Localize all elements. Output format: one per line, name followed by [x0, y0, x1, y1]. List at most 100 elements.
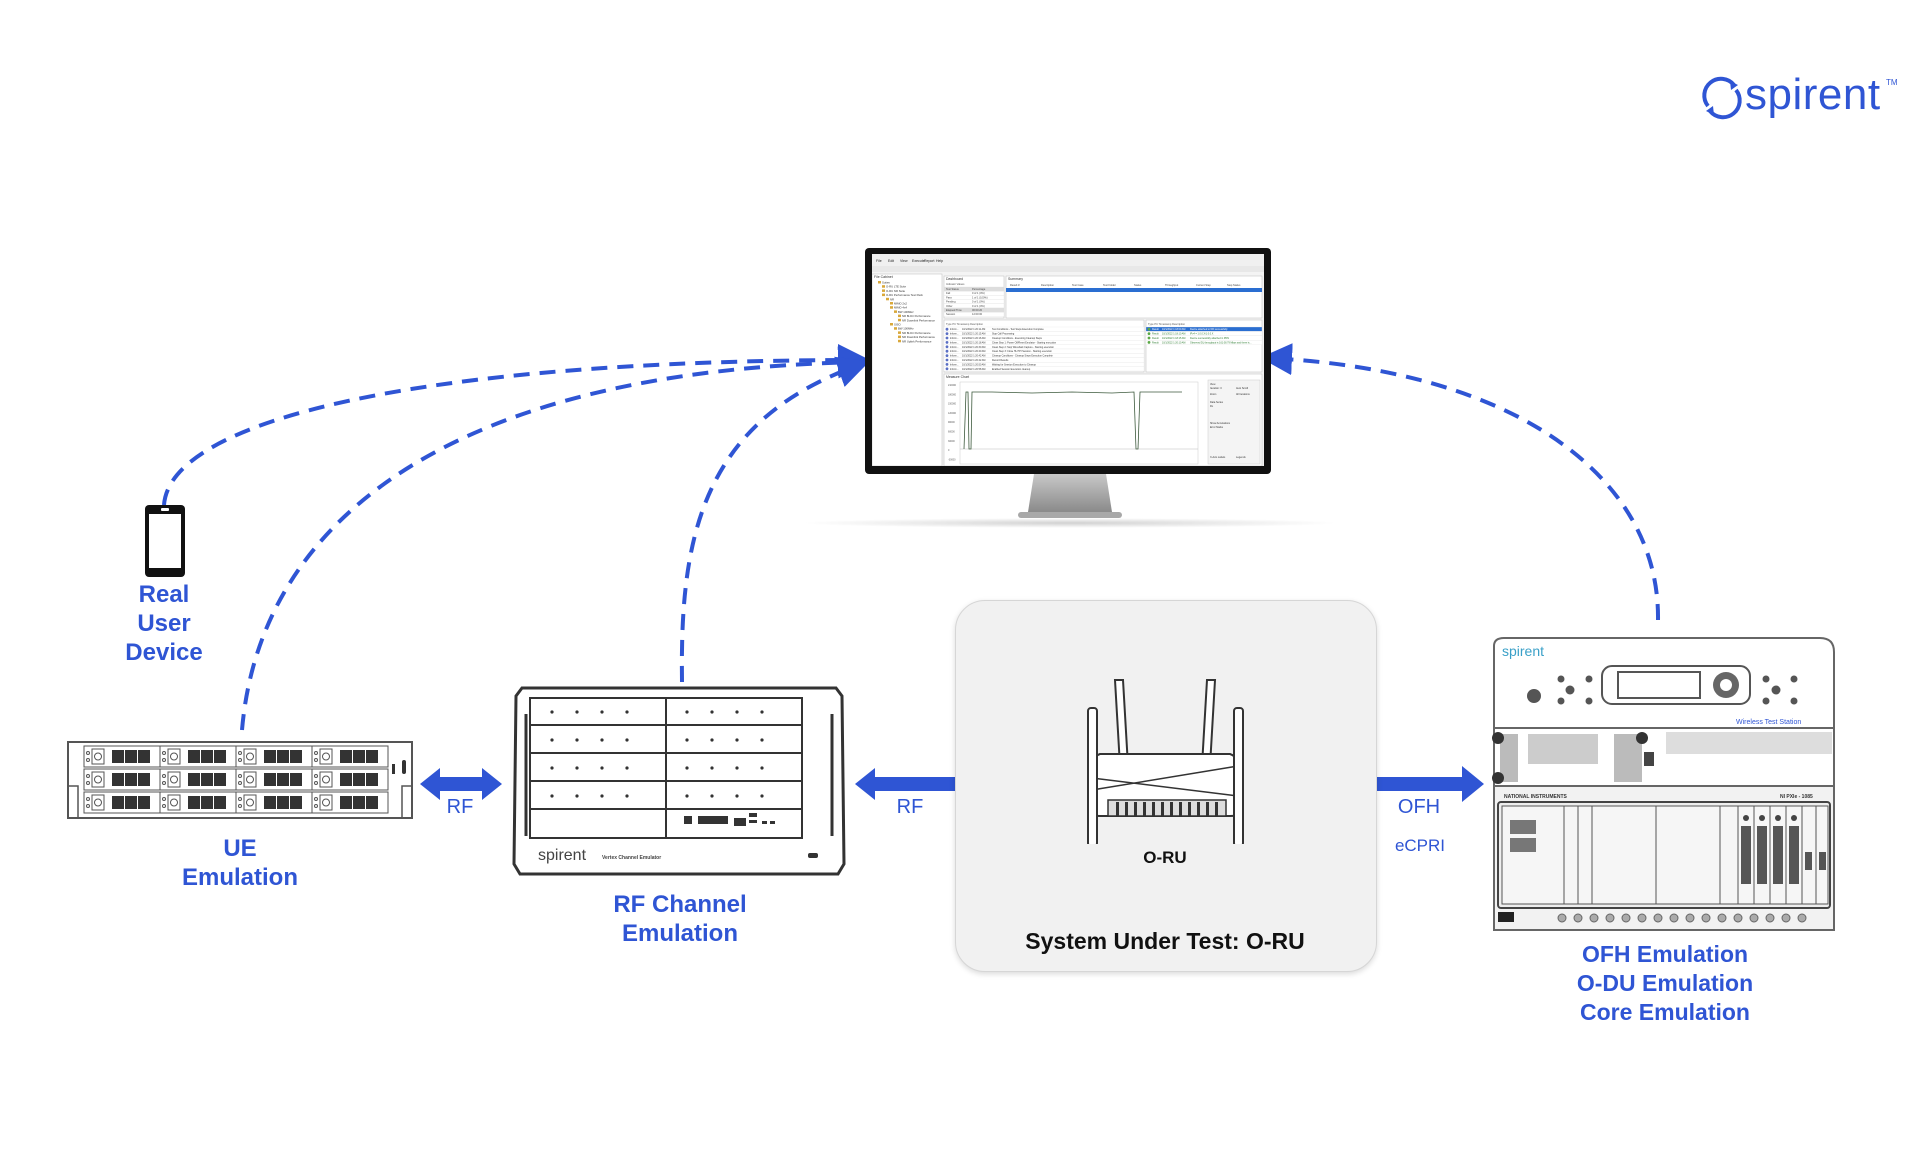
- y-tick-label: 90000: [948, 421, 955, 424]
- svg-text:Result: Result: [1152, 341, 1159, 344]
- wts-chassis-vendor: NATIONAL INSTRUMENTS: [1504, 794, 1568, 800]
- summary-column-header[interactable]: Description: [1041, 283, 1055, 287]
- svg-text:Session: Session: [946, 312, 956, 316]
- menu-item[interactable]: Help: [936, 259, 943, 263]
- svg-text:Inform...: Inform...: [950, 355, 959, 358]
- svg-text:Test Conditions - Test Steps E: Test Conditions - Test Steps Execution C…: [992, 328, 1044, 331]
- svg-text:0 of 1 (0%): 0 of 1 (0%): [972, 291, 985, 295]
- chart-control[interactable]: Error Marks: [1210, 426, 1224, 429]
- chassis-screw: [1637, 913, 1647, 923]
- tree-item[interactable]: NR Uplink Performance: [898, 339, 932, 343]
- summary-column-header[interactable]: Current Step: [1196, 283, 1211, 287]
- control-link-ue-emulation: [240, 346, 870, 731]
- tree-item[interactable]: NR: [886, 297, 894, 301]
- chart-control[interactable]: Show Annotations: [1210, 422, 1231, 425]
- summary-column-header[interactable]: Test Folder: [1103, 283, 1116, 287]
- tree-item[interactable]: MIMO 2x2: [890, 302, 907, 306]
- rf-port: [550, 738, 554, 742]
- heatsink-fin: [1197, 802, 1200, 816]
- summary-column-header[interactable]: Step Status: [1227, 283, 1241, 287]
- drive-bay: [235, 745, 313, 768]
- tree-item[interactable]: NR Downlink Performance: [898, 335, 935, 339]
- chart-control[interactable]: X-Axis Labels: [1210, 456, 1226, 459]
- svg-text:10/1/2022 1:18:00 AM: 10/1/2022 1:18:00 AM: [1162, 328, 1185, 331]
- drive-bay: [159, 768, 237, 791]
- summary-selected-row[interactable]: [1006, 288, 1262, 292]
- rf-link-ue-to-channel: [420, 768, 502, 800]
- rf-port: [685, 766, 689, 770]
- drive-bay: [83, 745, 161, 768]
- summary-column-header[interactable]: Throughput: [1165, 283, 1179, 287]
- tree-item[interactable]: Suites: [878, 281, 890, 285]
- chart-control[interactable]: DL: [1210, 405, 1214, 408]
- svg-text:Stop Call Processing: Stop Call Processing: [992, 333, 1015, 336]
- throughput-line: [963, 391, 1182, 450]
- svg-text:Inform...: Inform...: [950, 350, 959, 353]
- chart-panel-title: Measure Chart: [946, 375, 969, 379]
- summary-column-header[interactable]: Test Case: [1072, 283, 1084, 287]
- summary-column-header[interactable]: Result #: [1010, 283, 1020, 287]
- menu-item[interactable]: Report: [924, 259, 935, 263]
- menu-item[interactable]: File: [876, 259, 882, 263]
- tree-item[interactable]: BW 100MHz: [894, 310, 914, 314]
- rf-device-model: Vertex Channel Emulator: [602, 855, 661, 861]
- svg-text:10/1/2022 1:20:42 AM: 10/1/2022 1:20:42 AM: [962, 355, 985, 358]
- tree-item[interactable]: O-RU LTE Suite: [882, 285, 906, 289]
- tree-item[interactable]: O-RU NR Suite: [882, 289, 906, 293]
- chart-control[interactable]: Iteration: 0: [1210, 387, 1222, 390]
- oru-label: O-RU: [1143, 848, 1187, 867]
- tree-item[interactable]: BW 100MHz: [894, 327, 914, 331]
- svg-text:Inform...: Inform...: [950, 368, 959, 371]
- rf-port: [600, 766, 604, 770]
- svg-text:Fail: Fail: [946, 291, 951, 295]
- chart-control[interactable]: Data Series: [1210, 401, 1224, 404]
- tree-item[interactable]: MIMO 4x4: [890, 306, 907, 310]
- rf-port: [575, 738, 579, 742]
- tree-item[interactable]: NR Bi-Dir Performance: [898, 331, 931, 335]
- summary-column-header[interactable]: Status: [1134, 283, 1142, 287]
- wireless-test-station-icon: spirent Wireless Test Station NATIONAL I…: [1492, 637, 1835, 931]
- svg-text:Percentage: Percentage: [972, 287, 986, 291]
- menu-item[interactable]: Execute: [912, 259, 925, 263]
- chassis-screw: [1733, 913, 1743, 923]
- chart-control[interactable]: Legends: [1236, 456, 1246, 459]
- drive-bay: [311, 768, 389, 791]
- chart-control[interactable]: Auto Scroll: [1236, 387, 1249, 390]
- wts-brand: spirent: [1502, 643, 1544, 659]
- tree-item[interactable]: SISO: [890, 323, 902, 327]
- y-tick-label: 30000: [948, 440, 955, 443]
- svg-text:10/1/2022 1:20:50 AM: 10/1/2022 1:20:50 AM: [962, 363, 985, 366]
- tree-item[interactable]: NR Bi-Dir Performance: [898, 314, 931, 318]
- chart-control[interactable]: View: [1210, 383, 1216, 386]
- summary-title: Summary: [1008, 277, 1023, 281]
- chart-control[interactable]: All Iterations: [1236, 393, 1251, 396]
- menu-item[interactable]: View: [900, 259, 908, 263]
- svg-text:Elapsed Time: Elapsed Time: [946, 308, 962, 312]
- dashboard-header: Indicator Values: [946, 282, 965, 286]
- menu-item[interactable]: Edit: [888, 259, 894, 263]
- tree-item[interactable]: NR Downlink Performance: [898, 318, 935, 322]
- chassis-module: [1815, 805, 1829, 905]
- tree-item[interactable]: O-RU Performance Test Pack: [882, 293, 923, 297]
- svg-text:NR Uplink Performance: NR Uplink Performance: [902, 339, 932, 343]
- heatsink-fin: [1161, 802, 1164, 816]
- chassis-screw: [1589, 913, 1599, 923]
- chart-control[interactable]: Zoom: [1210, 393, 1216, 396]
